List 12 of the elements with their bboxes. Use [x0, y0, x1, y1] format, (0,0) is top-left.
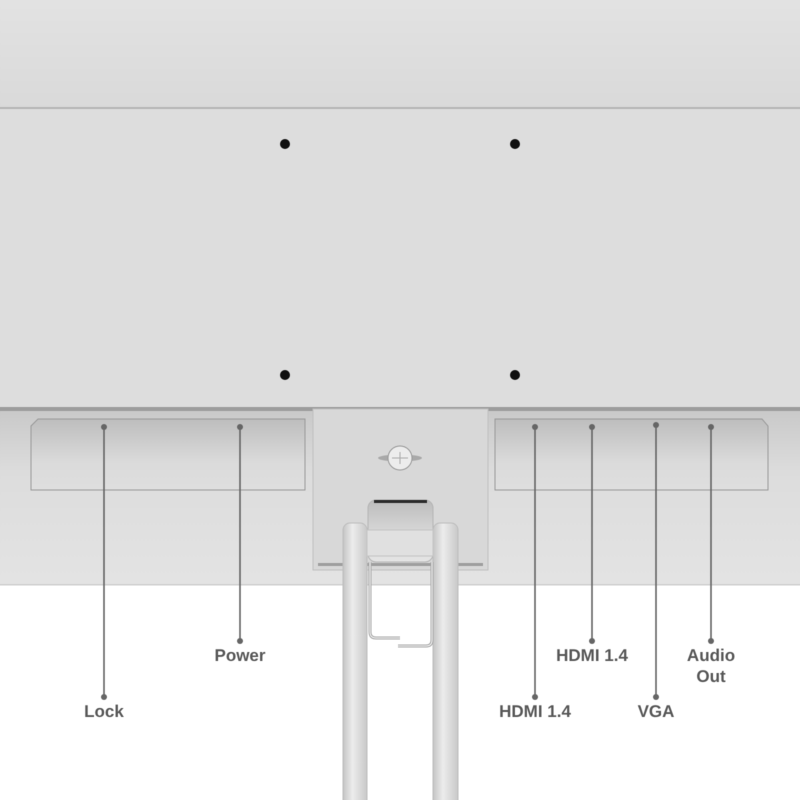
leader-line — [653, 422, 659, 700]
port-label: Power — [214, 645, 266, 666]
leader-line — [101, 424, 107, 700]
leader-line — [532, 424, 538, 700]
leader-line — [237, 424, 243, 644]
leader-line — [589, 424, 595, 644]
port-label: HDMI 1.4 — [499, 701, 571, 722]
port-label: VGA — [638, 701, 674, 722]
port-label: Lock — [84, 701, 124, 722]
leader-line — [708, 424, 714, 644]
port-label: Audio Out — [686, 645, 736, 688]
port-label: HDMI 1.4 — [556, 645, 628, 666]
